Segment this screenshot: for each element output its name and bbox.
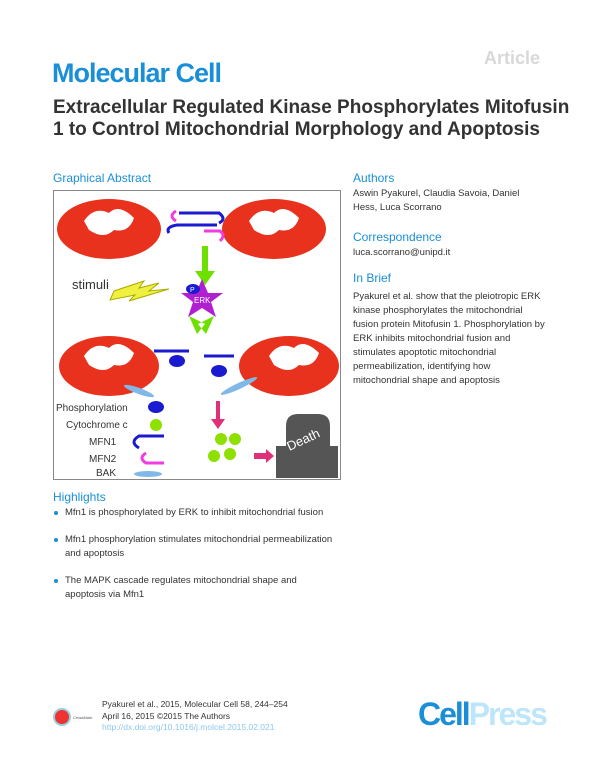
erk-label: ERK xyxy=(194,296,211,305)
doi-link[interactable]: http://dx.doi.org/10.1016/j.molcel.2015.… xyxy=(102,722,275,732)
highlight-item: Mfn1 phosphorylation stimulates mitochon… xyxy=(53,533,333,561)
paper-title: Extracellular Regulated Kinase Phosphory… xyxy=(53,97,570,140)
crossmark-label: CrossMark xyxy=(73,715,93,720)
correspondence-label: Correspondence xyxy=(353,230,442,244)
mitochondria-top xyxy=(57,199,326,259)
in-brief-label: In Brief xyxy=(353,271,392,285)
svg-text:P: P xyxy=(190,287,195,294)
highlight-item: The MAPK cascade regulates mitochondrial… xyxy=(53,574,333,602)
erk-star xyxy=(181,279,223,317)
highlights-list: Mfn1 is phosphorylated by ERK to inhibit… xyxy=(53,506,333,615)
correspondence-email[interactable]: luca.scorrano@unipd.it xyxy=(353,247,451,258)
journal-title: Molecular Cell xyxy=(52,58,222,88)
author-names: Aswin Pyakurel, Claudia Savoia, Daniel H… xyxy=(353,188,520,213)
citation-text: Pyakurel et al., 2015, Molecular Cell 58… xyxy=(102,699,288,709)
authors-label: Authors xyxy=(353,171,395,185)
crossmark-icon[interactable] xyxy=(53,708,71,726)
svg-text:Cytochrome c: Cytochrome c xyxy=(66,420,128,431)
graphical-abstract-label: Graphical Abstract xyxy=(53,171,152,185)
citation: Pyakurel et al., 2015, Molecular Cell 58… xyxy=(102,699,288,734)
in-brief-text: Pyakurel et al. show that the pleiotropi… xyxy=(353,291,545,386)
svg-text:MFN1: MFN1 xyxy=(89,437,117,448)
cellpress-logo: CellPress xyxy=(418,696,548,732)
highlights-label: Highlights xyxy=(53,490,106,504)
svg-text:MFN2: MFN2 xyxy=(89,454,117,465)
highlight-item: Mfn1 is phosphorylated by ERK to inhibit… xyxy=(53,506,333,520)
stimuli-label: stimuli xyxy=(72,277,109,292)
article-type: Article xyxy=(484,48,541,68)
svg-text:Phosphorylation: Phosphorylation xyxy=(56,403,128,414)
publication-date: April 16, 2015 ©2015 The Authors xyxy=(102,710,231,721)
svg-text:BAK: BAK xyxy=(96,468,116,479)
graphical-abstract-figure: stimuli ERK P Phosphorylation Cytochrome… xyxy=(53,190,341,480)
